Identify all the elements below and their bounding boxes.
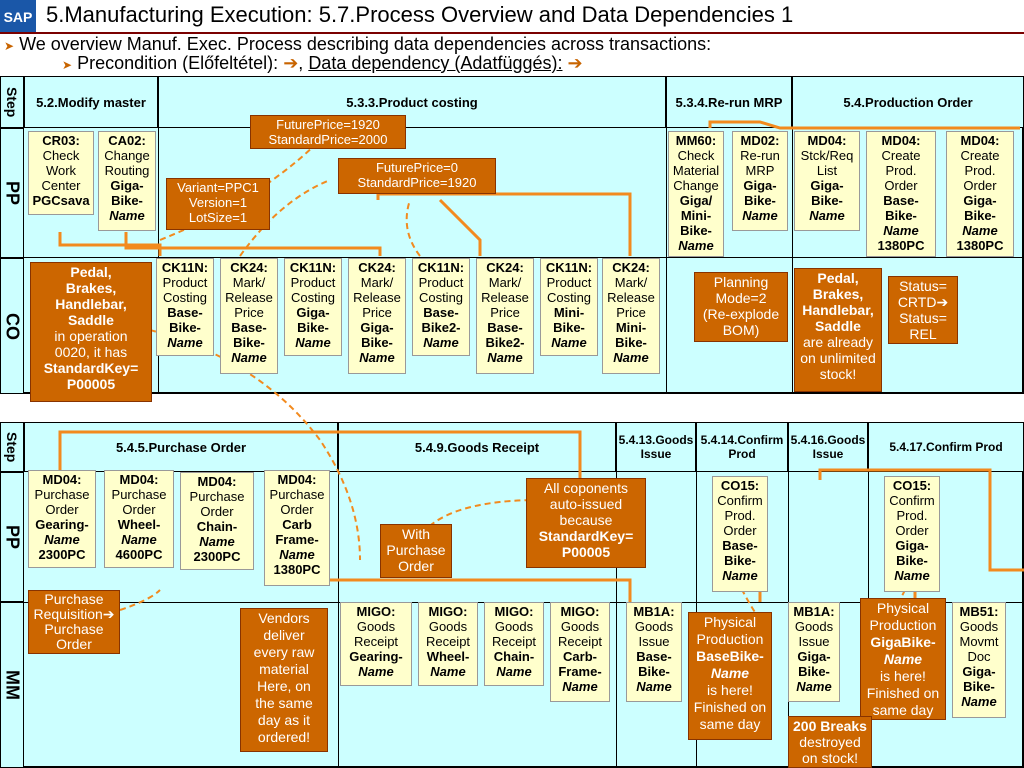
step-goods-issue-2: 5.4.16.Goods Issue xyxy=(788,422,868,472)
precondition-label: Precondition (Előfeltétel): xyxy=(77,53,279,73)
legend-line: ➤ Precondition (Előfeltétel): ➔, Data de… xyxy=(62,53,583,73)
step-product-costing: 5.3.3.Product costing xyxy=(158,76,666,128)
step-goods-receipt: 5.4.9.Goods Receipt xyxy=(338,422,616,472)
title-underline xyxy=(0,32,1024,34)
divider xyxy=(792,128,793,394)
lane-mm: MM xyxy=(0,602,24,768)
page-title: 5.Manufacturing Execution: 5.7.Process O… xyxy=(46,2,794,27)
lane-pp: PP xyxy=(0,128,24,258)
intro-line: ➤ We overview Manuf. Exec. Process descr… xyxy=(4,34,711,55)
lane-step: Step xyxy=(0,76,24,128)
lane-step: Step xyxy=(0,422,24,472)
lane-co: CO xyxy=(0,258,24,394)
step-rerun-mrp: 5.3.4.Re-run MRP xyxy=(666,76,792,128)
step-purchase-order: 5.4.5.Purchase Order xyxy=(24,422,338,472)
pp-row xyxy=(24,128,1024,258)
divider xyxy=(338,472,339,768)
dependency-label: Data dependency (Adatfüggés): xyxy=(308,53,563,73)
sap-logo: SAP xyxy=(0,0,36,34)
requisition-arrow-icon: ➔ xyxy=(102,606,115,622)
step-production-order: 5.4.Production Order xyxy=(792,76,1024,128)
step-modify-master: 5.2.Modify master xyxy=(24,76,158,128)
bullet-icon: ➤ xyxy=(62,58,73,72)
bullet-icon: ➤ xyxy=(4,39,15,53)
divider xyxy=(666,128,667,394)
divider xyxy=(616,472,617,768)
status-arrow-icon: ➔ xyxy=(936,294,949,310)
intro-text: We overview Manuf. Exec. Process describ… xyxy=(19,34,712,54)
step-confirm-prod-2: 5.4.17.Confirm Prod xyxy=(868,422,1024,472)
step-confirm-prod: 5.4.14.Confirm Prod xyxy=(696,422,788,472)
lane-pp: PP xyxy=(0,472,24,602)
box-status[interactable]: Status=CRTD➔Status=REL xyxy=(888,276,958,344)
dependency-arrow-icon: ➔ xyxy=(567,53,583,73)
step-goods-issue: 5.4.13.Goods Issue xyxy=(616,422,696,472)
precondition-arrow-icon: ➔ xyxy=(283,53,299,73)
